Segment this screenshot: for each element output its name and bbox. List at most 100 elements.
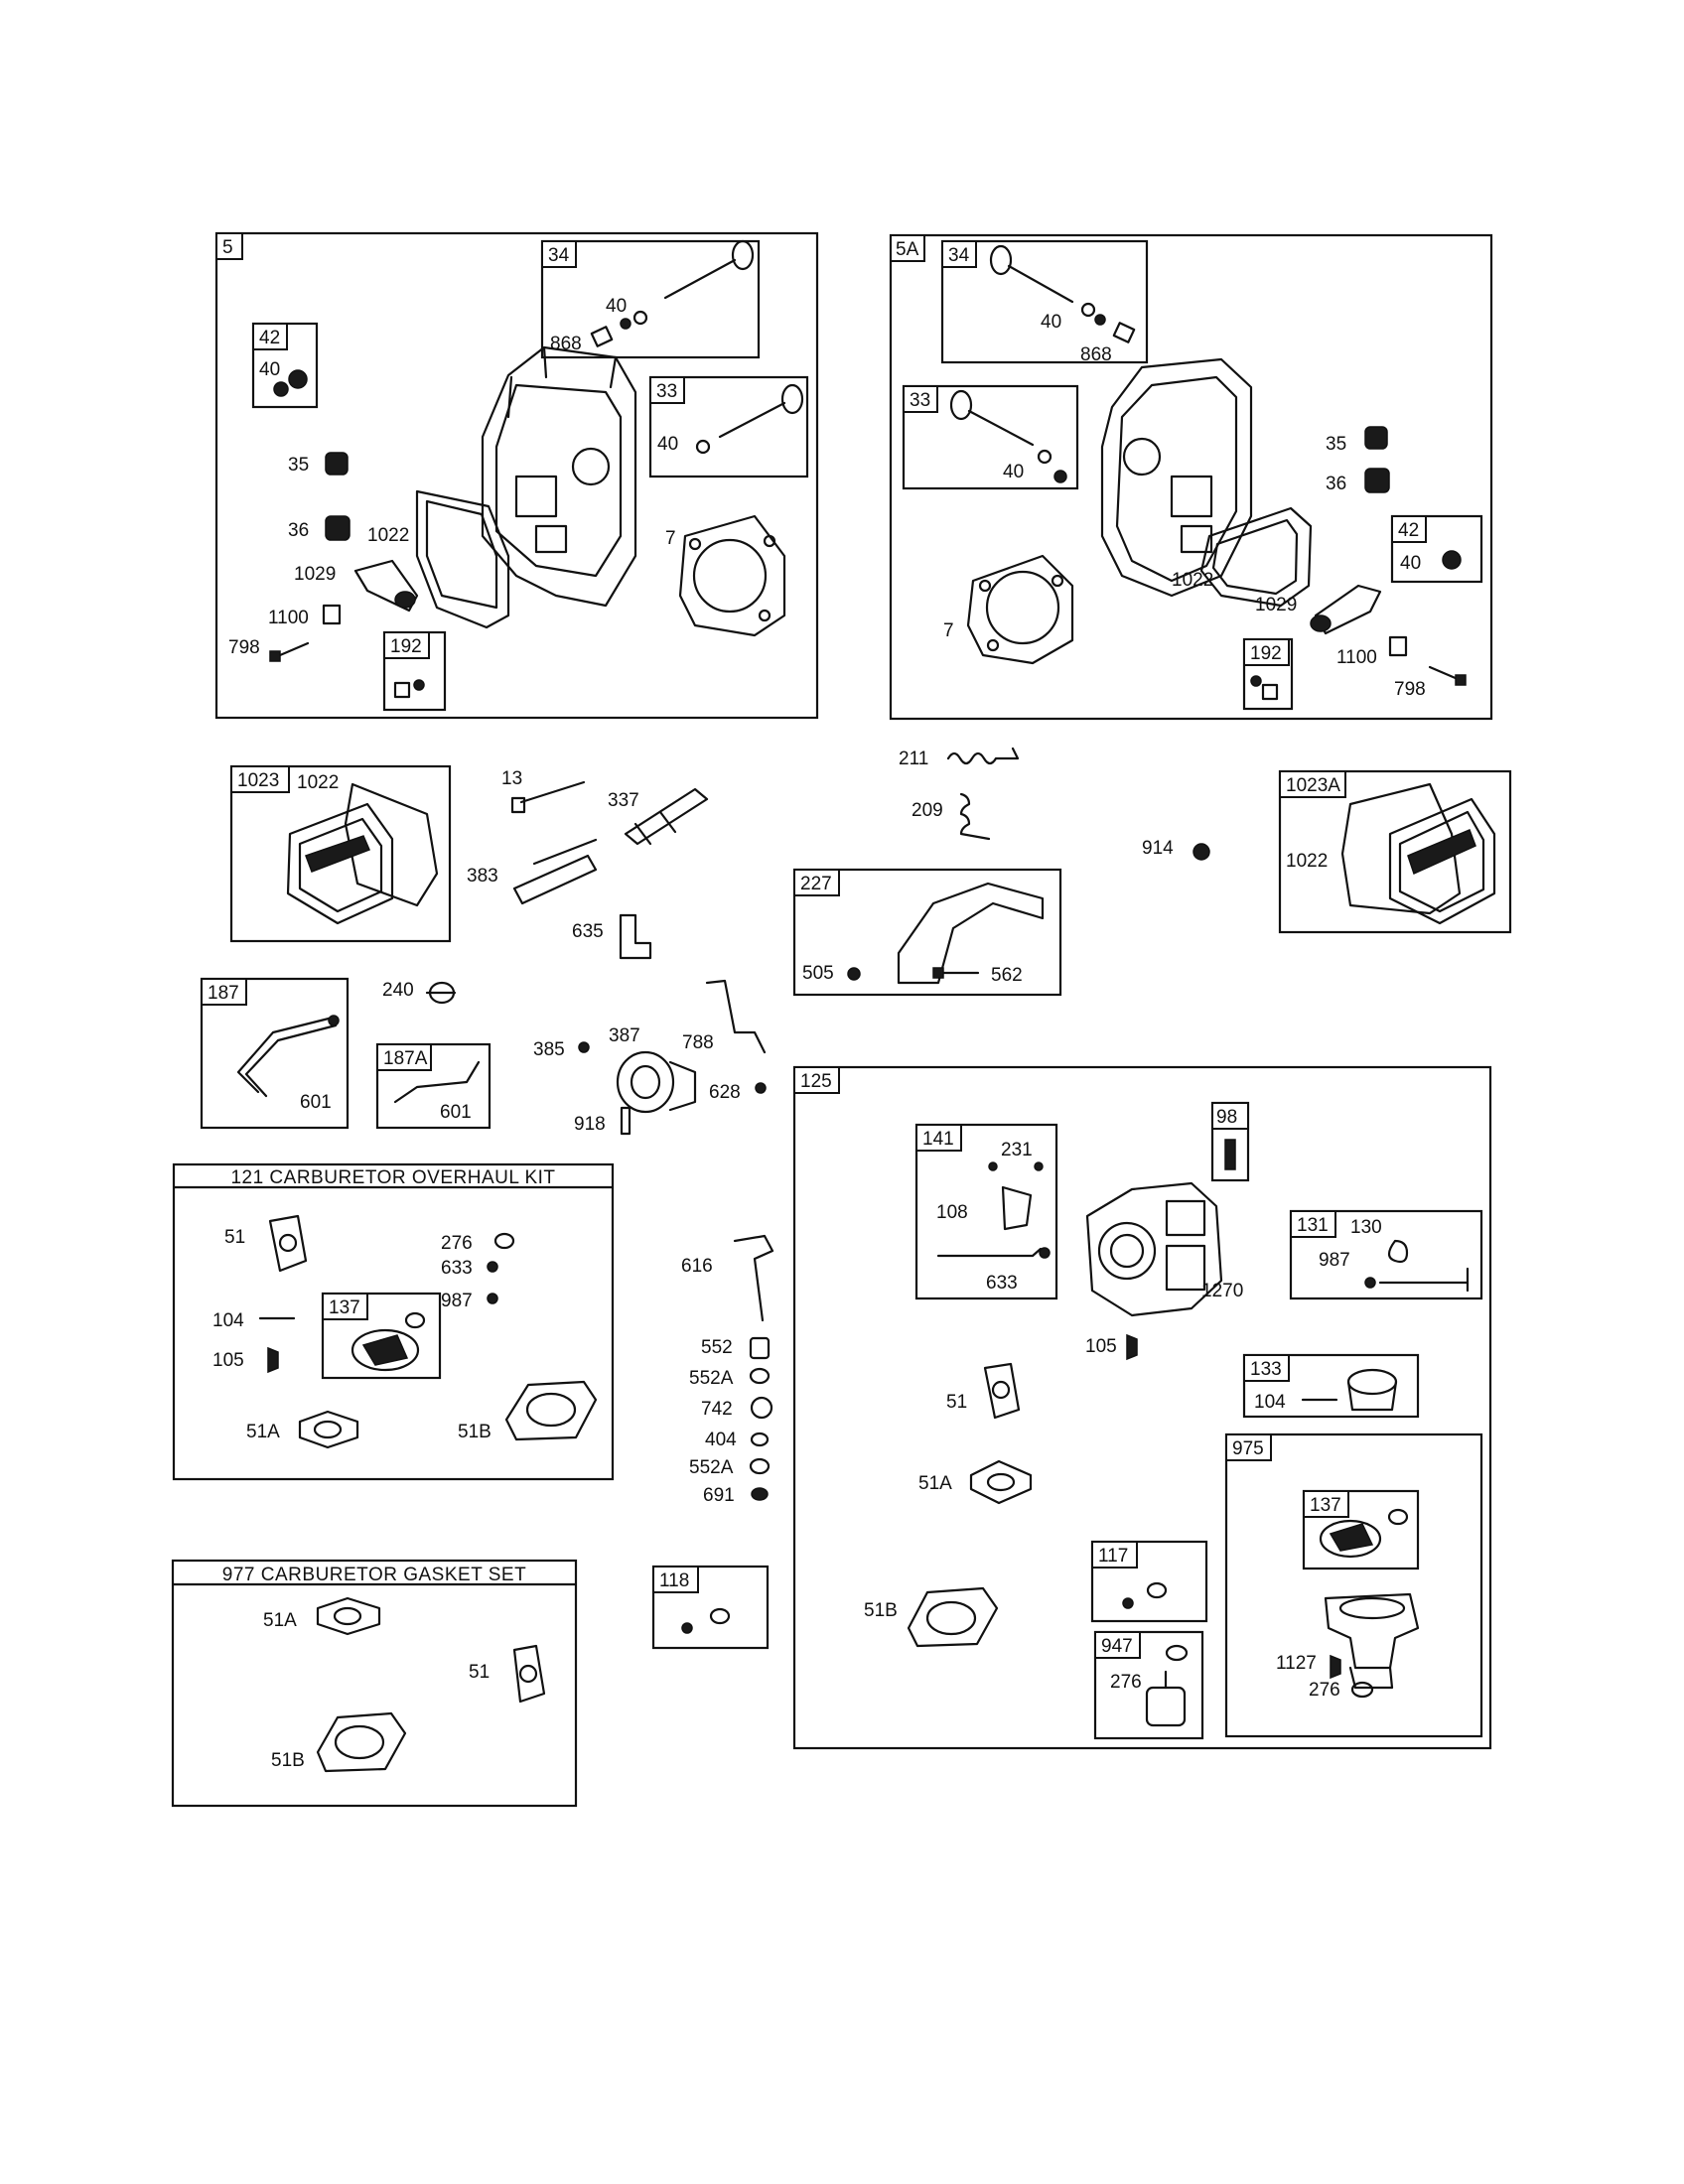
gasket-51 bbox=[268, 1214, 308, 1273]
breather-383 bbox=[512, 838, 598, 905]
label-40: 40 bbox=[606, 296, 627, 317]
label-1022: 1022 bbox=[367, 525, 409, 546]
label-552A: 552A bbox=[689, 1368, 734, 1389]
label-633: 633 bbox=[441, 1258, 473, 1279]
gasket-1022 bbox=[1199, 506, 1313, 608]
label-633: 633 bbox=[986, 1273, 1018, 1294]
carburetor-body-1270 bbox=[1085, 1181, 1223, 1317]
gasket-51 bbox=[512, 1644, 546, 1704]
solenoid-947 bbox=[1145, 1686, 1187, 1727]
label-918: 918 bbox=[574, 1114, 606, 1135]
box-label-34: 34 bbox=[548, 245, 570, 266]
group-5A-cylinder-head: 5A 34 40 868 33 40 35 bbox=[889, 233, 1493, 721]
label-36: 36 bbox=[288, 520, 309, 541]
label-635: 635 bbox=[572, 921, 604, 942]
box-label-34: 34 bbox=[948, 245, 970, 266]
valve-cover bbox=[1388, 797, 1496, 925]
label-1022: 1022 bbox=[1172, 570, 1213, 591]
label-231: 231 bbox=[1001, 1140, 1033, 1160]
label-868: 868 bbox=[1080, 344, 1112, 365]
label-130: 130 bbox=[1350, 1217, 1382, 1238]
part-36-spring bbox=[1364, 468, 1390, 493]
gasket-51A bbox=[298, 1410, 359, 1449]
bolt-798 bbox=[269, 641, 310, 662]
label-7: 7 bbox=[943, 620, 954, 641]
label-51B: 51B bbox=[864, 1600, 898, 1621]
label-798: 798 bbox=[1394, 679, 1426, 700]
group-5-cylinder-head: 5 34 40 868 42 40 33 40 bbox=[214, 231, 819, 720]
label-51B: 51B bbox=[271, 1750, 305, 1771]
gasket-51B bbox=[504, 1380, 598, 1441]
label-51: 51 bbox=[224, 1227, 245, 1248]
box-label-118: 118 bbox=[659, 1570, 689, 1591]
box-label-5: 5 bbox=[222, 237, 233, 258]
gasket-51 bbox=[983, 1362, 1021, 1420]
group-227-bracket: 227 505 562 bbox=[792, 868, 1062, 997]
box-label-133: 133 bbox=[1250, 1359, 1282, 1380]
box-label-192: 192 bbox=[1250, 643, 1282, 664]
label-108: 108 bbox=[936, 1202, 968, 1223]
kit-title-overhaul: 121 CARBURETOR OVERHAUL KIT bbox=[230, 1167, 555, 1188]
box-label-187: 187 bbox=[208, 983, 239, 1004]
bracket-788 bbox=[705, 979, 767, 1054]
group-1023A-rocker-cover: 1023A 1022 bbox=[1278, 769, 1512, 934]
gasket-51B bbox=[316, 1711, 407, 1773]
box-label-137: 137 bbox=[1310, 1495, 1341, 1516]
label-211: 211 bbox=[899, 749, 928, 769]
elbow-635 bbox=[619, 913, 652, 960]
label-1029: 1029 bbox=[1255, 595, 1297, 615]
gasket-51B bbox=[907, 1586, 999, 1648]
box-label-1023A: 1023A bbox=[1286, 775, 1340, 796]
box-label-131: 131 bbox=[1297, 1215, 1329, 1236]
box-label-187A: 187A bbox=[383, 1048, 428, 1069]
label-36: 36 bbox=[1326, 474, 1346, 494]
valve-cover bbox=[286, 802, 394, 925]
kit-977-carburetor-gasket-set: 977 CARBURETOR GASKET SET 51A 51 51B bbox=[171, 1559, 578, 1808]
label-104: 104 bbox=[1254, 1392, 1286, 1413]
kit-121-carburetor-overhaul: 121 CARBURETOR OVERHAUL KIT 51 276 633 9… bbox=[172, 1162, 615, 1481]
label-240: 240 bbox=[382, 980, 414, 1001]
box-label-33: 33 bbox=[656, 381, 677, 402]
label-1100: 1100 bbox=[1336, 647, 1377, 668]
box-label-141: 141 bbox=[922, 1129, 954, 1150]
label-628: 628 bbox=[709, 1082, 741, 1103]
box-label-947: 947 bbox=[1101, 1636, 1133, 1657]
box-label-227: 227 bbox=[800, 874, 832, 894]
bolt-914 bbox=[1193, 843, 1210, 861]
gasket-1022 bbox=[415, 489, 510, 629]
box-label-1023: 1023 bbox=[237, 770, 279, 791]
box-label-33: 33 bbox=[910, 390, 930, 411]
label-40: 40 bbox=[657, 434, 678, 455]
part-1100 bbox=[322, 604, 342, 625]
label-35: 35 bbox=[1326, 434, 1346, 455]
group-187-fuel-line: 187 601 bbox=[200, 977, 350, 1130]
spring-211 bbox=[946, 747, 1020, 765]
label-562: 562 bbox=[991, 965, 1023, 986]
label-209: 209 bbox=[912, 800, 943, 821]
label-51A: 51A bbox=[918, 1473, 952, 1494]
spark-plug-337 bbox=[624, 787, 709, 846]
exhaust-valve-part bbox=[590, 239, 755, 347]
label-35: 35 bbox=[288, 455, 309, 476]
box-label-125: 125 bbox=[800, 1071, 832, 1092]
intake-valve-part bbox=[949, 389, 1067, 483]
label-987: 987 bbox=[1319, 1250, 1350, 1271]
label-552: 552 bbox=[701, 1337, 733, 1358]
rocker-arm-1029 bbox=[1310, 584, 1382, 635]
group-187A-fuel-line: 187A 601 bbox=[375, 1042, 491, 1130]
gasket-51A bbox=[316, 1596, 381, 1636]
label-505: 505 bbox=[802, 963, 834, 984]
label-51: 51 bbox=[946, 1392, 967, 1413]
box-label-42: 42 bbox=[259, 328, 280, 348]
label-1127: 1127 bbox=[1276, 1653, 1317, 1674]
label-40: 40 bbox=[1400, 553, 1421, 574]
group-125-carburetor: 125 141 231 108 633 98 1270 131 130 bbox=[792, 1065, 1492, 1750]
label-914: 914 bbox=[1142, 838, 1174, 859]
spring-209 bbox=[959, 792, 991, 841]
label-105: 105 bbox=[1085, 1336, 1117, 1357]
label-51: 51 bbox=[469, 1662, 490, 1683]
box-label-137: 137 bbox=[329, 1297, 360, 1318]
choke-plate-108 bbox=[1001, 1185, 1033, 1231]
label-1029: 1029 bbox=[294, 564, 336, 585]
